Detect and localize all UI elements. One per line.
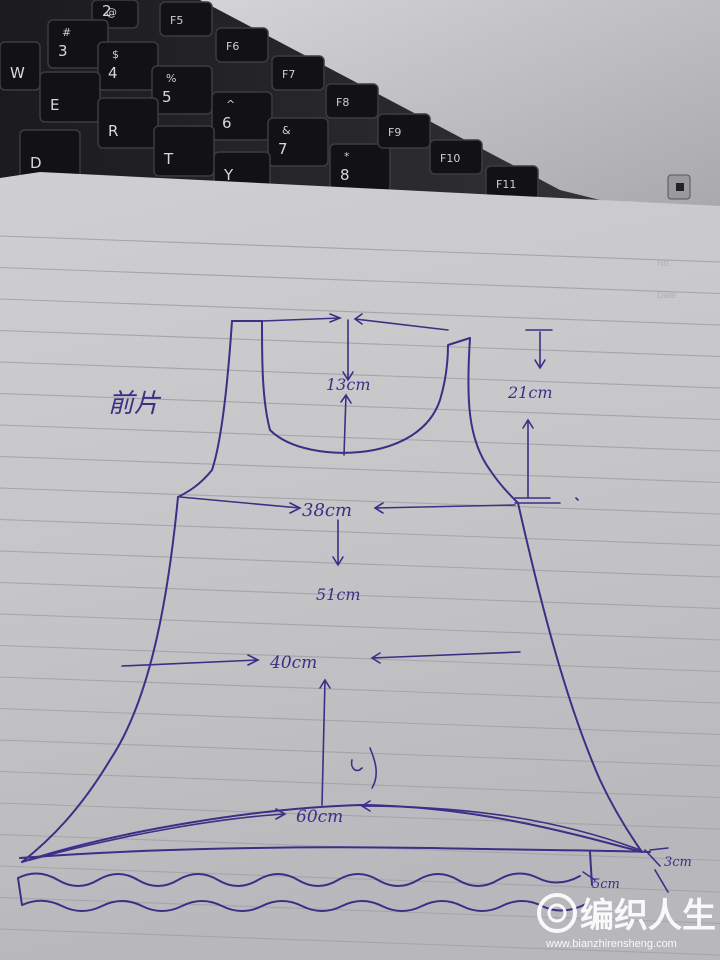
key-sublabel: * xyxy=(344,150,350,163)
ruled-line xyxy=(0,550,720,578)
key-label: D xyxy=(30,154,42,172)
ruled-line xyxy=(0,518,720,547)
key-kF7: F7 xyxy=(271,55,325,91)
ruled-line xyxy=(0,707,720,736)
ruled-line xyxy=(0,613,720,641)
ruled-line xyxy=(0,676,720,704)
paper-no-label: No. xyxy=(657,258,671,268)
key-label: F5 xyxy=(170,14,183,27)
key-k4: 4$ xyxy=(97,41,159,91)
key-label: 2 xyxy=(102,2,112,20)
key-sublabel: & xyxy=(282,124,291,137)
hem-width-label: 60cm xyxy=(296,807,343,827)
key-kR: R xyxy=(97,97,159,149)
key-kF5: F5 xyxy=(159,1,213,37)
waist-width-label: 40cm xyxy=(269,653,317,673)
spiral-logo-icon xyxy=(537,893,577,933)
ruled-line xyxy=(0,392,720,421)
key-kF10: F10 xyxy=(429,139,483,175)
ruled-line xyxy=(0,770,720,799)
key-kF8: F8 xyxy=(325,83,379,119)
key-label: 5 xyxy=(162,88,172,106)
key-label: 8 xyxy=(340,166,350,184)
sketch-title: 前片 xyxy=(108,389,162,419)
key-label: Y xyxy=(223,166,234,184)
key-label: E xyxy=(50,96,59,114)
ruled-line xyxy=(0,361,720,389)
ruled-line xyxy=(0,928,720,956)
measurement-lines xyxy=(29,313,669,893)
ruffle-depth-label: 3cm xyxy=(664,855,692,870)
watermark-brand: 编织人生 xyxy=(580,896,716,936)
ruled-line xyxy=(0,329,720,358)
ruled-line xyxy=(0,455,720,484)
key-label: F11 xyxy=(496,178,516,191)
ruled-line xyxy=(0,424,720,452)
chest-width-label: 38cm xyxy=(302,500,352,521)
key-label: F7 xyxy=(282,68,295,81)
garment-outline xyxy=(17,320,651,912)
laptop-body xyxy=(200,0,720,210)
key-label: F9 xyxy=(388,126,401,139)
ruled-line xyxy=(0,581,720,610)
paper-sheet xyxy=(0,172,720,960)
key-sublabel: @ xyxy=(106,6,117,19)
hem-edge-label: 5cm xyxy=(592,877,620,892)
key-k6: 6^ xyxy=(211,91,273,141)
ruled-line xyxy=(0,644,720,673)
key-label: F6 xyxy=(226,40,239,53)
key-kF6: F6 xyxy=(215,27,269,63)
key-kF11: F11 xyxy=(485,165,539,201)
watermark-url: www.bianzhirensheng.com xyxy=(545,938,677,950)
key-label: 3 xyxy=(58,42,68,60)
key-label: 6 xyxy=(222,114,232,132)
key-label: R xyxy=(108,122,118,140)
key-kW: W xyxy=(0,41,41,91)
key-label: T xyxy=(163,150,174,168)
key-label: W xyxy=(10,64,25,82)
key-sublabel: $ xyxy=(112,48,119,61)
key-k7: 7& xyxy=(267,117,329,167)
key-kF9: F9 xyxy=(377,113,431,149)
ruled-line xyxy=(0,266,720,295)
site-watermark: 编织人生 www.bianzhirensheng.com xyxy=(537,893,716,950)
ruled-line xyxy=(0,298,720,326)
body-length-label: 51cm xyxy=(316,585,361,604)
ruled-line xyxy=(0,487,720,515)
neck-depth-label: 13cm xyxy=(326,375,371,394)
key-label: F8 xyxy=(336,96,349,109)
key-label: F10 xyxy=(440,152,460,165)
key-sublabel: % xyxy=(166,72,176,85)
key-label: 4 xyxy=(108,64,118,82)
key-kT: T xyxy=(153,125,215,177)
key-sublabel: ^ xyxy=(226,98,235,111)
paper-date-label: Date xyxy=(657,290,676,300)
ruled-line xyxy=(0,802,720,830)
armhole-depth-label: 21cm xyxy=(507,383,553,402)
key-k5: 5% xyxy=(151,65,213,115)
key-sublabel: # xyxy=(62,26,71,39)
ruled-line xyxy=(0,865,720,893)
key-kE: E xyxy=(39,71,101,123)
key-label: 7 xyxy=(278,140,288,158)
ruled-line xyxy=(0,235,720,263)
